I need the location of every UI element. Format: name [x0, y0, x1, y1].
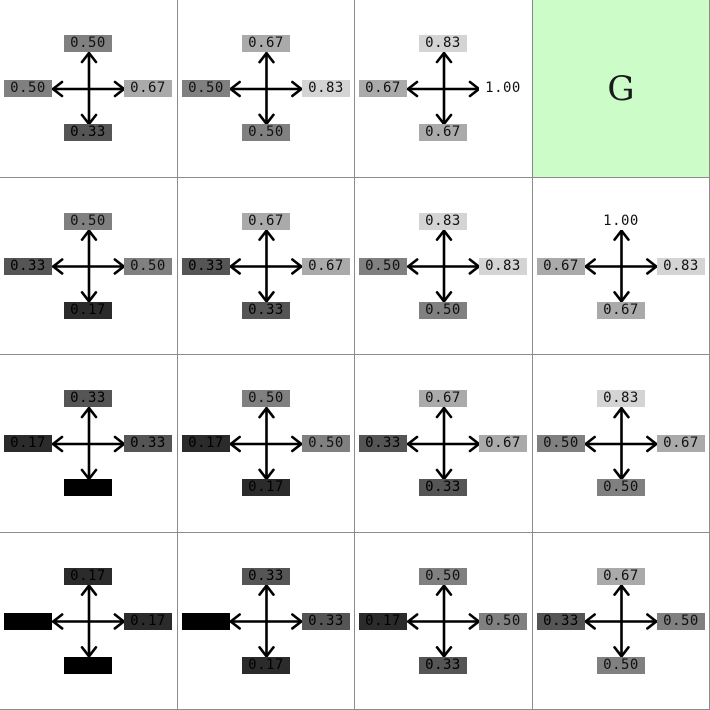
q-value-down: 0.67	[597, 302, 645, 319]
q-value-left: 0.17	[182, 435, 230, 452]
q-value-left: 0.33	[359, 435, 407, 452]
grid-cell: 0.67 0.50 0.83 0.50	[178, 0, 355, 178]
q-value-right: 0.67	[479, 435, 527, 452]
q-value-right: 0.33	[302, 613, 350, 630]
q-value-right: 0.83	[657, 258, 705, 275]
q-value-right: 0.83	[302, 80, 350, 97]
grid-cell: 0.67 0.33 0.50 0.50	[533, 533, 710, 710]
grid-cell: 0.83 0.67 1.00 0.67	[355, 0, 533, 178]
q-value-up: 0.67	[419, 390, 467, 407]
grid-cell: 0.83 0.50 0.83 0.50	[355, 178, 533, 355]
q-value-down: 0.17	[64, 302, 112, 319]
grid-cell: 0.17 0.17	[0, 533, 178, 710]
q-value-up: 0.67	[242, 35, 290, 52]
goal-label: G	[607, 68, 635, 109]
q-value-right: 0.33	[124, 435, 172, 452]
q-value-down	[64, 479, 112, 496]
q-value-down: 0.50	[597, 479, 645, 496]
q-value-left: 0.17	[359, 613, 407, 630]
q-value-up: 0.83	[419, 213, 467, 230]
q-value-right: 0.50	[302, 435, 350, 452]
q-value-left: 0.17	[4, 435, 52, 452]
grid-cell: 0.83 0.50 0.67 0.50	[533, 355, 710, 533]
q-value-left: 0.50	[359, 258, 407, 275]
q-value-down: 0.17	[242, 479, 290, 496]
q-value-left: 0.50	[4, 80, 52, 97]
q-value-left: 0.33	[4, 258, 52, 275]
grid-cell: 0.33 0.17 0.33	[0, 355, 178, 533]
q-value-up: 0.33	[242, 568, 290, 585]
q-value-down	[64, 657, 112, 674]
q-value-up: 0.67	[597, 568, 645, 585]
q-value-left: 0.33	[537, 613, 585, 630]
q-value-down: 0.50	[419, 302, 467, 319]
q-value-down: 0.50	[242, 124, 290, 141]
q-value-up: 0.50	[64, 35, 112, 52]
q-value-down: 0.67	[419, 124, 467, 141]
grid-cell: 0.50 0.50 0.67 0.33	[0, 0, 178, 178]
q-value-down: 0.33	[419, 657, 467, 674]
q-value-left: 0.33	[182, 258, 230, 275]
q-value-down: 0.17	[242, 657, 290, 674]
grid-cell: 0.50 0.33 0.50 0.17	[0, 178, 178, 355]
q-value-left: 0.67	[359, 80, 407, 97]
q-value-right: 0.67	[302, 258, 350, 275]
q-value-up: 0.50	[242, 390, 290, 407]
q-value-right: 0.83	[479, 258, 527, 275]
q-value-right: 1.00	[479, 80, 527, 97]
q-value-left: 0.67	[537, 258, 585, 275]
q-value-up: 0.17	[64, 568, 112, 585]
q-value-up: 0.67	[242, 213, 290, 230]
grid-cell: 0.50 0.17 0.50 0.33	[355, 533, 533, 710]
q-value-down: 0.33	[64, 124, 112, 141]
grid-cell: 0.33 0.33 0.17	[178, 533, 355, 710]
q-value-right: 0.17	[124, 613, 172, 630]
q-value-left: 0.50	[537, 435, 585, 452]
q-value-right: 0.67	[124, 80, 172, 97]
q-value-up: 0.83	[419, 35, 467, 52]
q-value-down: 0.33	[242, 302, 290, 319]
q-value-up: 0.83	[597, 390, 645, 407]
q-value-up: 1.00	[597, 213, 645, 230]
q-value-right: 0.50	[479, 613, 527, 630]
grid-cell: 0.67 0.33 0.67 0.33	[355, 355, 533, 533]
q-value-down: 0.33	[419, 479, 467, 496]
q-value-up: 0.33	[64, 390, 112, 407]
q-value-up: 0.50	[64, 213, 112, 230]
goal-cell: G	[533, 0, 710, 178]
q-value-down: 0.50	[597, 657, 645, 674]
q-value-right: 0.67	[657, 435, 705, 452]
grid-cell: 1.00 0.67 0.83 0.67	[533, 178, 710, 355]
q-value-left	[4, 613, 52, 630]
grid-cell: 0.67 0.33 0.67 0.33	[178, 178, 355, 355]
q-value-right: 0.50	[124, 258, 172, 275]
q-value-right: 0.50	[657, 613, 705, 630]
q-value-up: 0.50	[419, 568, 467, 585]
q-value-left	[182, 613, 230, 630]
q-value-left: 0.50	[182, 80, 230, 97]
grid-cell: 0.50 0.17 0.50 0.17	[178, 355, 355, 533]
